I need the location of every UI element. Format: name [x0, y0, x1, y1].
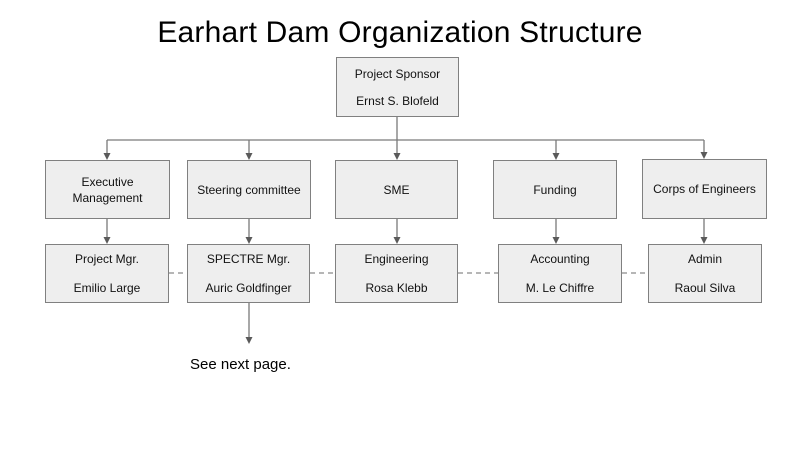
- hierarchy-connectors: [103, 117, 708, 244]
- org-box-project-mgr: Project Mgr. Emilio Large: [45, 244, 169, 303]
- org-box-funding: Funding: [493, 160, 617, 219]
- name-label: Rosa Klebb: [365, 281, 428, 295]
- role-label: Project Sponsor: [354, 66, 441, 81]
- name-label: Emilio Large: [73, 281, 141, 295]
- role-label: Admin: [687, 252, 722, 266]
- name-label: M. Le Chiffre: [525, 281, 595, 295]
- org-box-executive-management: Executive Management: [45, 160, 170, 219]
- page-title: Earhart Dam Organization Structure: [157, 16, 643, 49]
- org-box-corps-of-engineers: Corps of Engineers: [642, 159, 767, 219]
- dept-label: SME: [383, 182, 410, 197]
- role-label: Accounting: [530, 252, 590, 266]
- name-label: Auric Goldfinger: [205, 281, 292, 295]
- name-label: Ernst S. Blofeld: [356, 93, 439, 108]
- role-label: Engineering: [364, 252, 429, 266]
- name-label: Raoul Silva: [674, 281, 736, 295]
- see-next-page-note: See next page.: [190, 356, 291, 373]
- org-box-project-sponsor: Project Sponsor Ernst S. Blofeld: [336, 57, 459, 117]
- dept-label: Corps of Engineers: [653, 182, 756, 196]
- dept-label: Steering committee: [197, 182, 301, 197]
- org-box-sme: SME: [335, 160, 458, 219]
- org-box-spectre-mgr: SPECTRE Mgr. Auric Goldfinger: [187, 244, 310, 303]
- org-box-engineering: Engineering Rosa Klebb: [335, 244, 458, 303]
- org-box-accounting: Accounting M. Le Chiffre: [498, 244, 622, 303]
- org-box-steering-committee: Steering committee: [187, 160, 311, 219]
- dept-label: Executive Management: [72, 174, 143, 205]
- dept-label: Funding: [533, 182, 577, 197]
- org-box-admin: Admin Raoul Silva: [648, 244, 762, 303]
- role-label: Project Mgr.: [74, 252, 140, 266]
- role-label: SPECTRE Mgr.: [206, 252, 291, 266]
- see-next-page-arrow: [245, 303, 253, 344]
